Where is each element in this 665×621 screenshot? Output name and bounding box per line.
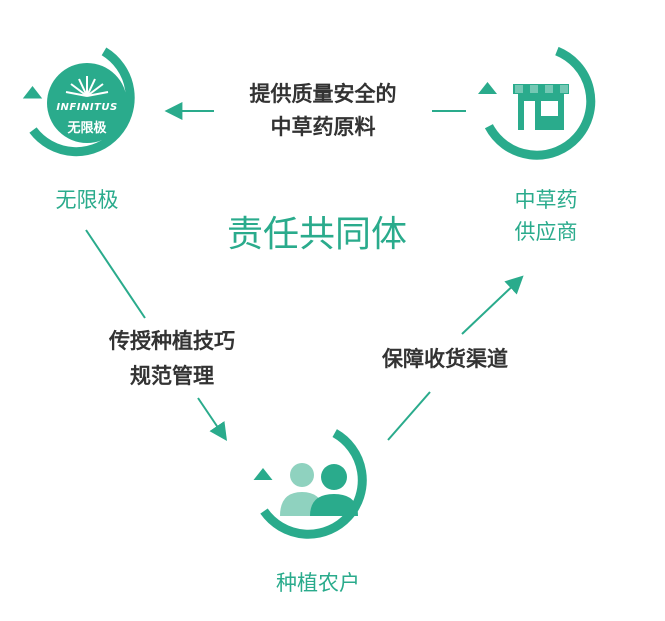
infinitus-node <box>22 47 135 157</box>
edge-farmers-to-supplier-upper <box>461 275 524 335</box>
edge-label-infinitus-to-farmers-line1: 传授种植技巧 <box>109 329 235 353</box>
farmers-node <box>253 429 367 539</box>
infinitus-ring-arrowhead <box>22 86 43 99</box>
edge-farmers-to-supplier-lower <box>387 391 431 441</box>
supplier-node-label-line2: 供应商 <box>514 220 578 244</box>
supplier-ring-arrowhead <box>478 82 497 94</box>
infinitus-logo-en: INFINITUS <box>56 102 118 113</box>
infinitus-node-label: 无限极 <box>55 188 119 212</box>
edge-infinitus-to-farmers-lower <box>197 397 228 441</box>
edge-label-supplier-to-infinitus-line1: 提供质量安全的 <box>249 82 397 106</box>
farmers-ring <box>260 429 367 539</box>
edge-label-infinitus-to-farmers-line2: 规范管理 <box>130 364 214 388</box>
farmers-ring-arrowhead <box>253 468 273 480</box>
edge-infinitus-to-farmers-upper <box>85 229 146 319</box>
infinitus-logo-cn: 无限极 <box>67 121 107 136</box>
supplier-ring <box>484 46 596 160</box>
supplier-node <box>478 46 596 160</box>
diagram-title: 责任共同体 <box>226 214 407 255</box>
supplier-node-label-line1: 中草药 <box>514 188 578 212</box>
people-icon <box>280 463 358 516</box>
infinitus-ring <box>29 47 135 157</box>
farmers-node-label: 种植农户 <box>276 571 360 595</box>
edge-label-supplier-to-infinitus-line2: 中草药原料 <box>270 115 376 139</box>
infinitus-logo-rays <box>65 76 109 97</box>
storefront-icon <box>513 84 569 130</box>
infinitus-logo-icon <box>47 63 127 143</box>
edge-label-farmers-to-supplier: 保障收货渠道 <box>382 347 508 371</box>
